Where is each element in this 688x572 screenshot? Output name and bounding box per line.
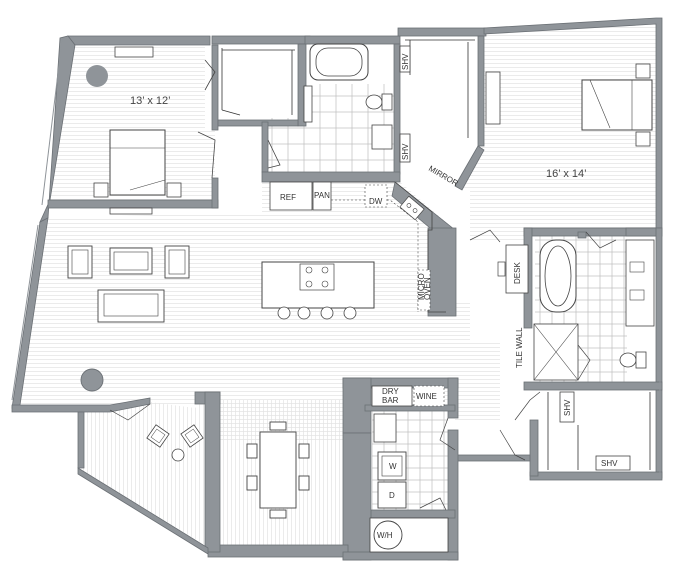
linen-shelf [303,85,313,123]
plant-icon [80,368,104,392]
closet-3: SHV SHV [499,391,651,471]
bathtub [309,43,369,81]
dining [109,403,310,519]
tv-console [109,207,153,215]
dining-table [259,431,297,509]
pantry [312,181,332,211]
bathroom [267,43,393,169]
walls [11,17,663,561]
bed-2 [109,129,166,196]
shelf [399,45,411,73]
nightstand [166,182,182,198]
shelf [399,133,411,163]
stool [277,306,291,320]
chair [246,443,258,459]
master-bedroom-floor [455,20,656,240]
sink-icon [399,195,425,221]
refrigerator [269,181,313,211]
dryer [377,481,407,509]
shelf-label: SHV [401,143,410,160]
vanity [625,239,655,327]
lounge-chair [180,424,204,448]
dw-label: DW [369,197,383,206]
living-room [67,245,190,392]
toilet-icon [365,94,383,110]
windows [11,24,661,476]
dry-bar-area: DRY BAR WINE W D W/H [369,385,456,553]
mirror-label: MIRROR [427,164,460,188]
shelf-label: SHV [401,53,410,70]
chair [269,421,287,431]
chair [246,475,258,491]
closet-2-floor [402,40,478,140]
nightstand [93,182,109,198]
toilet-icon [619,352,637,368]
desk-chair [497,261,506,277]
shelf-label: SHV [563,399,572,416]
kitchen: REF PAN DW MICRO OVEN [261,181,446,320]
tile-wall-label: TILE WALL [515,327,524,368]
closet-3-floor [540,392,650,474]
water-heater-icon [373,520,403,550]
nightstand [635,63,651,79]
oven-label: OVEN [423,277,432,300]
dresser [114,46,154,58]
master-bedroom-size: 16’ x 14’ [546,168,587,180]
wine-fridge [413,385,445,407]
balcony-floor [80,400,205,545]
utility-sink [373,413,397,443]
desk [505,244,529,294]
master-bedroom: 16’ x 14’ [485,63,653,180]
shelf [595,455,631,471]
balcony-furniture [146,424,204,462]
stool [320,306,334,320]
washer-label: W [389,462,397,471]
dry-label: DRY [382,387,399,396]
living-floor [20,172,500,440]
closet-1-floor [218,48,298,118]
nightstand [635,131,651,147]
bar-label: BAR [382,396,399,405]
ref-label: REF [280,193,296,202]
chair [298,443,310,459]
shelf [559,391,575,423]
coffee-table [109,247,153,275]
wine-label: WINE [416,392,437,401]
bed-master [581,79,653,131]
dryer-label: D [389,491,395,500]
armchair [67,245,93,279]
stool [297,306,311,320]
counter [331,181,446,313]
desk-label: DESK [513,262,522,284]
water-heater-label: W/H [377,531,393,540]
master-bath: DESK TILE WALL [469,229,655,381]
micro-label: MICRO [417,273,426,300]
washer [377,451,407,481]
dry-bar-label: DRY BAR [382,387,401,405]
closet-1 [221,48,295,116]
side-table [171,448,185,462]
oven [417,269,431,311]
vanity [371,124,393,150]
chair [269,509,287,519]
bathtub-master [539,239,577,313]
plant-icon [86,65,108,87]
stool [343,306,357,320]
bedroom-2: 13’ x 12’ [86,46,216,215]
dishwasher [364,184,388,208]
lounge-chair [146,424,170,448]
shelf-label: SHV [601,459,618,468]
dry-bar [371,385,413,407]
chair [298,475,310,491]
dresser [485,71,501,125]
sofa [97,289,165,323]
cooktop-icon [299,263,335,291]
pan-label: PAN [314,191,330,200]
bedroom-2-size: 13’ x 12’ [130,95,171,107]
armchair [164,245,190,279]
